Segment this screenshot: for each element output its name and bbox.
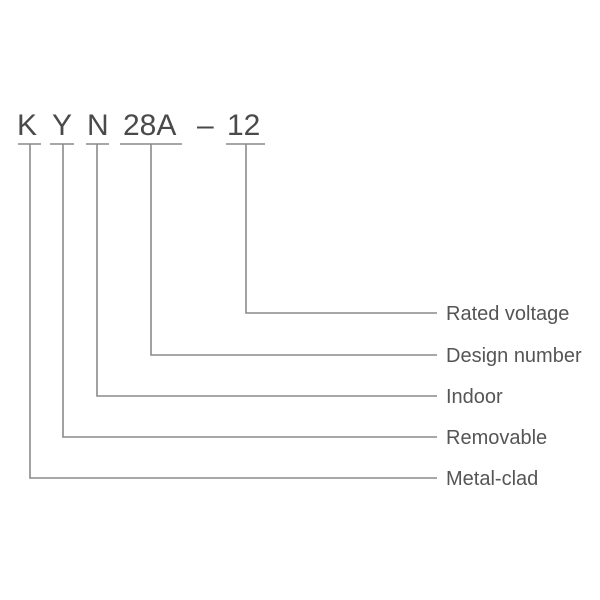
connector-metal-clad bbox=[29, 144, 437, 479]
label-metal-clad: Metal-clad bbox=[446, 468, 539, 490]
label-design-number: Design number bbox=[446, 345, 582, 367]
label-rated-voltage: Rated voltage bbox=[446, 303, 570, 325]
connector-rated-voltage bbox=[245, 144, 437, 314]
connector-design-number bbox=[150, 144, 437, 356]
connector-indoor bbox=[96, 144, 437, 397]
code-letter-y: Y bbox=[52, 109, 73, 142]
code-letter-n: N bbox=[87, 109, 109, 142]
code-letter-k: K bbox=[17, 109, 38, 142]
code-rated-voltage: 12 bbox=[227, 109, 261, 142]
label-removable: Removable bbox=[446, 427, 548, 449]
code-design-number: 28A bbox=[123, 109, 177, 142]
label-indoor: Indoor bbox=[446, 386, 503, 408]
connector-removable bbox=[62, 144, 437, 438]
code-dash: – bbox=[197, 109, 214, 142]
